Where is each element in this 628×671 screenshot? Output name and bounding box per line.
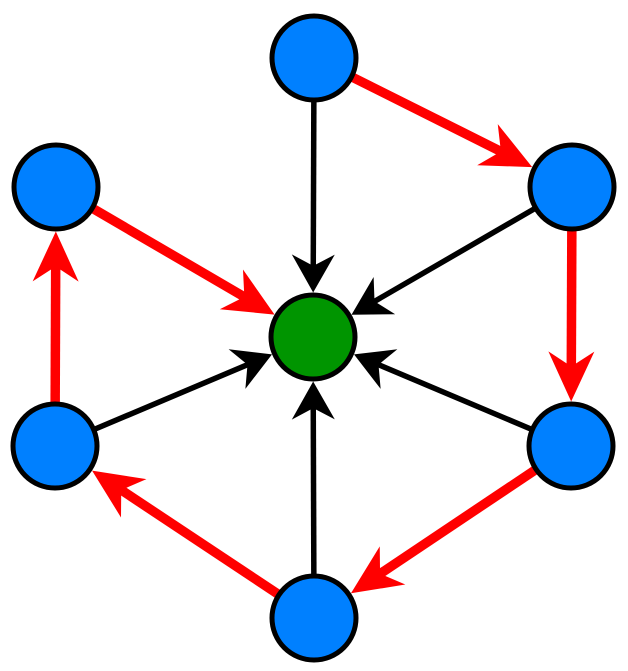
- node-bottom: [269, 573, 359, 663]
- node-bottom-right: [526, 401, 616, 491]
- arrowhead-bottom-left-to-hub: [228, 349, 273, 389]
- arrowhead-bottom-right-to-bottom: [350, 546, 406, 594]
- arrowhead-bottom-to-bottom-left: [92, 470, 147, 518]
- node-top-left: [11, 142, 101, 232]
- arrowhead-top-to-hub: [291, 254, 335, 293]
- arrowhead-bottom-left-to-top-left: [32, 231, 79, 282]
- arrowhead-top-to-top-right: [477, 124, 533, 168]
- node-bottom-left: [10, 401, 100, 491]
- arrowhead-bottom-to-hub: [291, 381, 335, 420]
- node-top-right: [527, 142, 617, 232]
- node-hub: [268, 292, 358, 382]
- arrowhead-top-right-to-hub: [351, 277, 396, 315]
- node-top: [269, 13, 359, 103]
- arrowhead-bottom-right-to-hub: [353, 349, 398, 389]
- arrowhead-top-right-to-bottom-right: [548, 351, 595, 402]
- arrowhead-top-left-to-hub: [219, 269, 275, 315]
